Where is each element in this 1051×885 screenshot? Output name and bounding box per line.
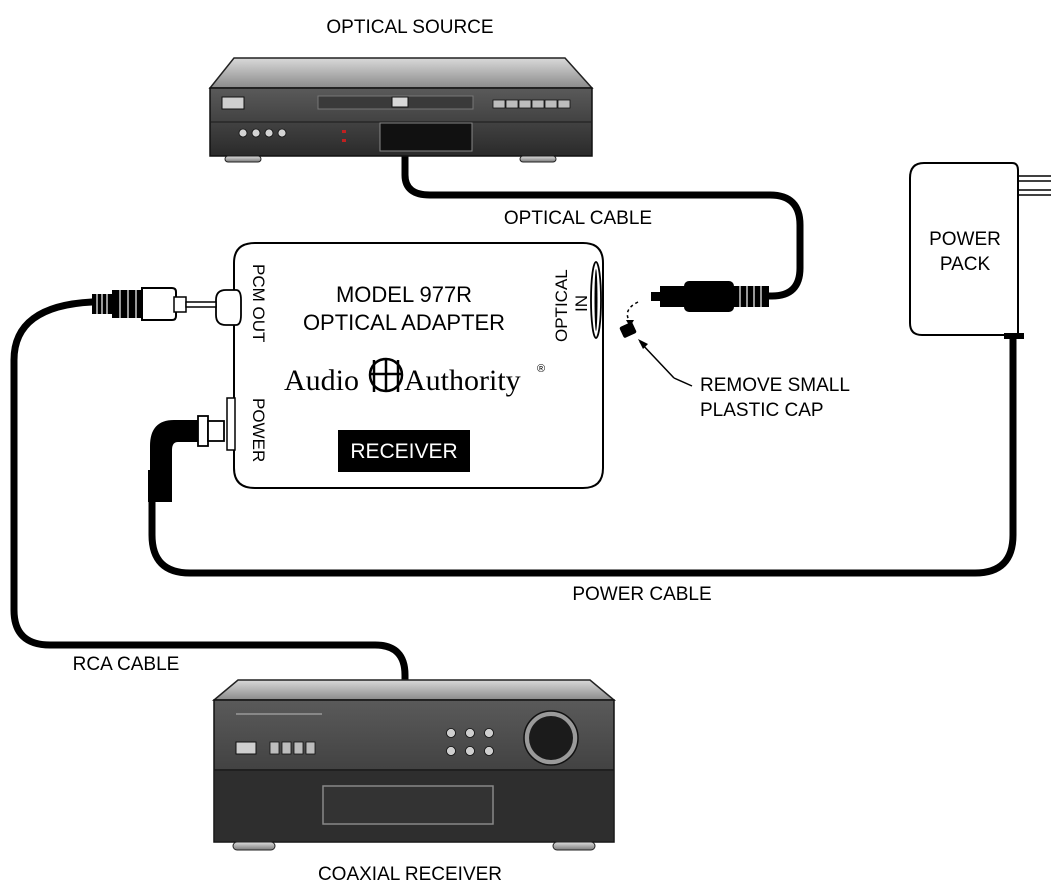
receiver-badge-text: RECEIVER [350,440,457,463]
pcm-out-jack [215,289,242,326]
power-jack [226,397,236,451]
power-plug-icon [148,415,225,502]
label-remove-cap-line2: PLASTIC CAP [700,400,824,421]
rca-plug-icon [92,287,217,321]
cap-leader-line [638,339,693,387]
brand-word-right: Authority [404,364,521,397]
label-power-port: POWER [249,398,268,462]
label-power-pack-line2: PACK [940,254,991,275]
power-cable [148,334,1017,577]
model-description: OPTICAL ADAPTER [303,310,505,335]
dvd-player-icon [208,57,594,163]
label-pcm-out: PCM OUT [249,264,268,342]
label-power-pack-line1: POWER [929,229,1001,250]
label-coaxial-receiver: COAXIAL RECEIVER [318,864,502,885]
label-optical-line1: OPTICAL [552,269,571,342]
wall-adapter-icon [909,162,1051,339]
optical-adapter-box: PCM OUT POWER OPTICAL IN MODEL 977R OPTI… [215,242,604,489]
av-receiver-icon [211,679,617,851]
label-power-cable: POWER CABLE [572,584,711,605]
optical-plug-icon [651,281,769,312]
label-rca-cable: RCA CABLE [73,654,180,675]
brand-word-left: Audio [284,364,359,397]
registered-mark: ® [537,363,545,375]
rca-cable [10,298,409,686]
label-optical-source: OPTICAL SOURCE [326,17,493,38]
audio-authority-logo-icon [368,357,404,393]
label-optical-cable: OPTICAL CABLE [504,208,652,229]
plastic-cap-icon [619,301,639,338]
model-number: MODEL 977R [336,282,472,307]
optical-cable [401,146,804,300]
receiver-badge [338,430,470,472]
label-optical-line2: IN [572,295,591,312]
label-remove-cap-line1: REMOVE SMALL [700,375,850,396]
